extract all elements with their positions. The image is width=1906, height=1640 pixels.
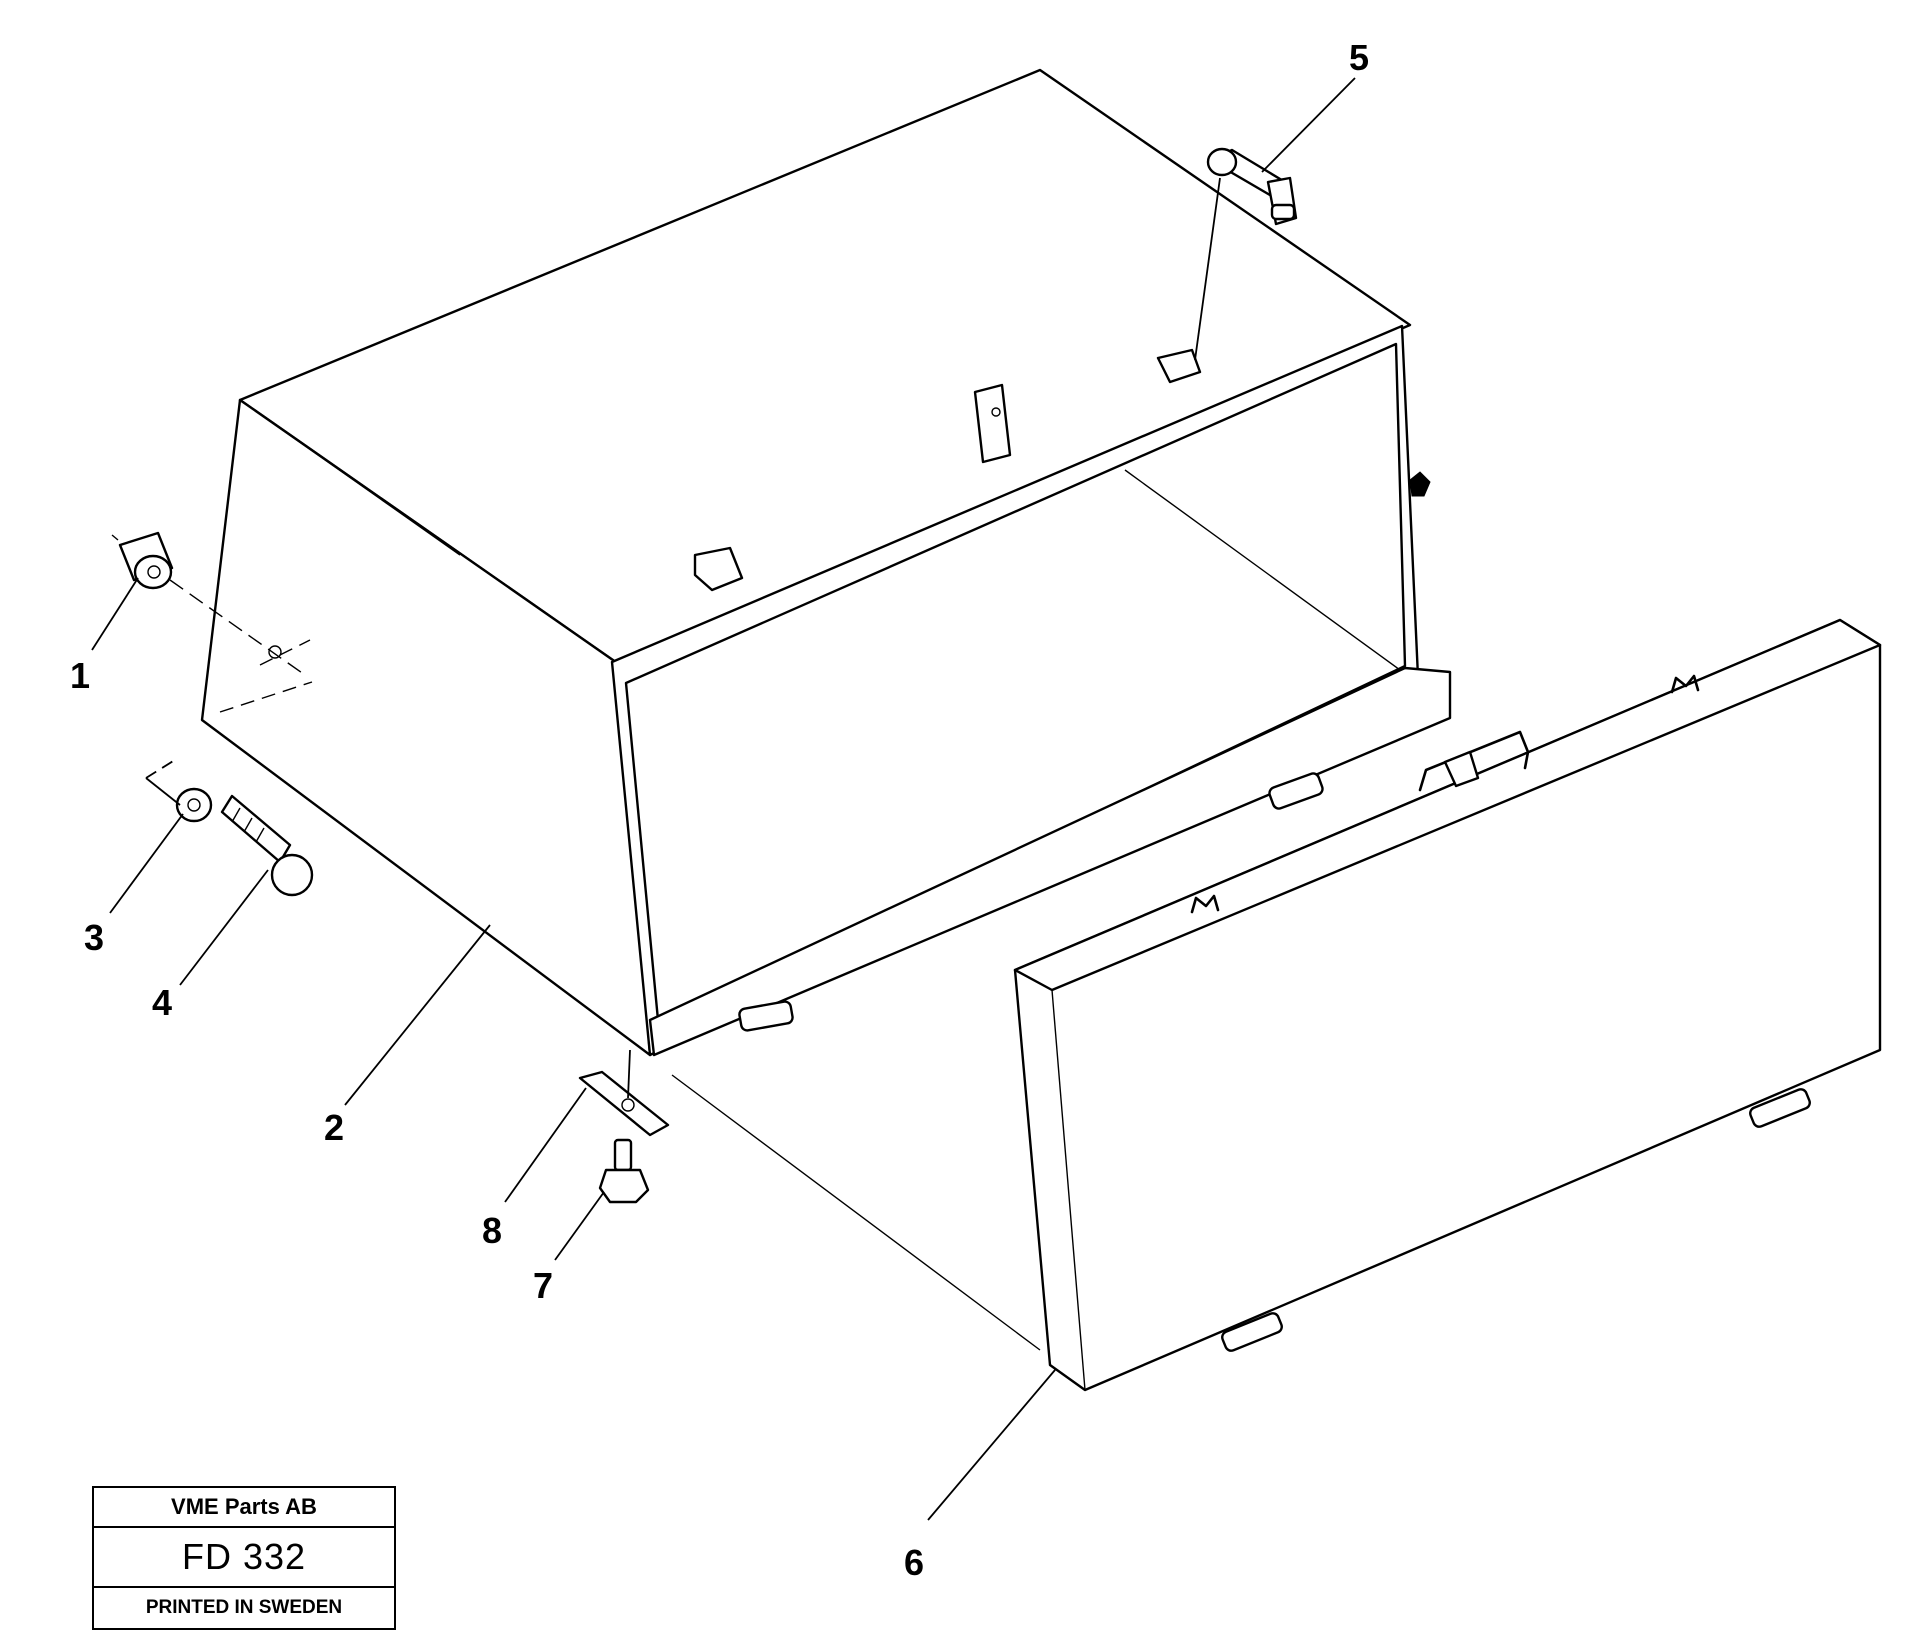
part-8-plate xyxy=(578,1049,670,1137)
part-6-lid xyxy=(1013,618,1882,1392)
callout-7: 7 xyxy=(533,1265,553,1306)
callout-4: 4 xyxy=(152,982,172,1023)
callout-labels: 1 2 3 4 5 6 7 8 xyxy=(70,37,1369,1583)
callout-6: 6 xyxy=(904,1542,924,1583)
title-block: VME Parts AB FD 332 PRINTED IN SWEDEN xyxy=(92,1486,396,1630)
callout-8: 8 xyxy=(482,1210,502,1251)
company-name: VME Parts AB xyxy=(94,1488,394,1528)
callout-3: 3 xyxy=(84,917,104,958)
part-1-bushing xyxy=(111,531,306,676)
part-4-bolt xyxy=(220,794,314,897)
callout-1: 1 xyxy=(70,655,90,696)
callout-5: 5 xyxy=(1349,37,1369,78)
part-3-washer xyxy=(175,787,213,823)
part-7-screw xyxy=(598,1138,650,1204)
drawing-code: FD 332 xyxy=(94,1528,394,1588)
printed-in-note: PRINTED IN SWEDEN xyxy=(145,1597,343,1618)
part-5-latch xyxy=(1194,147,1298,361)
toolbox-housing xyxy=(200,68,1452,1057)
callout-2: 2 xyxy=(324,1107,344,1148)
